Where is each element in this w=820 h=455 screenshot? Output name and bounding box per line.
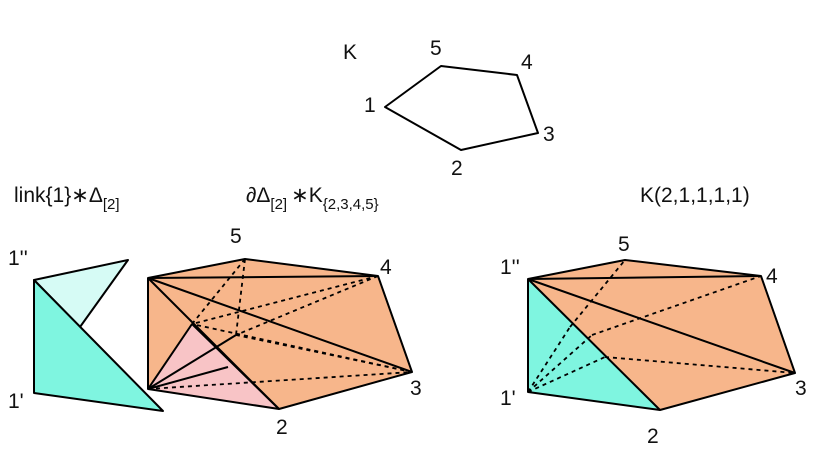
middle-edge: [147, 366, 229, 390]
right-edge: [527, 275, 762, 280]
pentagon-vertex-4: 4: [521, 51, 533, 74]
middle-hidden-edge: [235, 275, 379, 336]
middle-figure-title: ∂Δ[2]∗K{2,3,4,5}: [246, 184, 379, 213]
left-vertex-1-prime: 1': [8, 390, 24, 413]
middle-vertex-4: 4: [380, 256, 392, 279]
right-vertex-3: 3: [795, 377, 807, 400]
right-hidden-edge: [527, 326, 571, 393]
middle-edge: [147, 275, 379, 279]
right-hidden-edge: [569, 259, 626, 328]
right-hidden-edge: [591, 275, 762, 336]
middle-edge: [191, 323, 280, 410]
right-figure: K(2,1,1,1,1) 1'' 1' 5 4 3 2: [500, 184, 807, 448]
left-figure-title: link{1}∗Δ[2]: [14, 184, 120, 213]
pentagon-k-label: K: [343, 41, 357, 64]
middle-vertex-3: 3: [410, 377, 422, 400]
pentagon-vertex-2: 2: [451, 157, 463, 180]
middle-hidden-edge: [191, 275, 379, 325]
middle-vertex-2: 2: [276, 416, 288, 439]
middle-hidden-edge: [191, 258, 246, 325]
right-vertex-1-prime: 1': [500, 387, 516, 410]
middle-hidden-edge: [235, 334, 413, 373]
middle-vertex-5: 5: [230, 225, 242, 248]
left-vertex-1-double-prime: 1'': [8, 247, 28, 270]
right-orange-hull: [528, 260, 795, 410]
right-vertex-5: 5: [618, 233, 630, 256]
right-vertex-2: 2: [647, 425, 659, 448]
middle-edge: [147, 334, 237, 390]
pentagon-vertex-3: 3: [543, 123, 555, 146]
pentagon-k: K 5 4 1 3 2: [343, 37, 555, 180]
pentagon-vertex-5: 5: [430, 37, 442, 60]
right-hidden-edge: [527, 356, 606, 393]
right-vertex-1-double-prime: 1'': [500, 256, 520, 279]
right-hidden-edge: [527, 334, 593, 393]
left-figure: link{1}∗Δ[2] 1'' 1': [8, 184, 164, 413]
right-edge: [527, 278, 796, 374]
middle-edge: [147, 323, 193, 390]
middle-edge: [147, 277, 413, 373]
right-vertex-4: 4: [766, 265, 778, 288]
middle-figure: ∂Δ[2]∗K{2,3,4,5} 5 4 3 2: [147, 184, 422, 439]
pentagon-k-outline: [384, 65, 539, 151]
pentagon-vertex-1: 1: [364, 94, 376, 117]
left-teal-triangle: [33, 279, 164, 412]
right-figure-title: K(2,1,1,1,1): [640, 184, 750, 207]
right-edge: [527, 278, 661, 411]
